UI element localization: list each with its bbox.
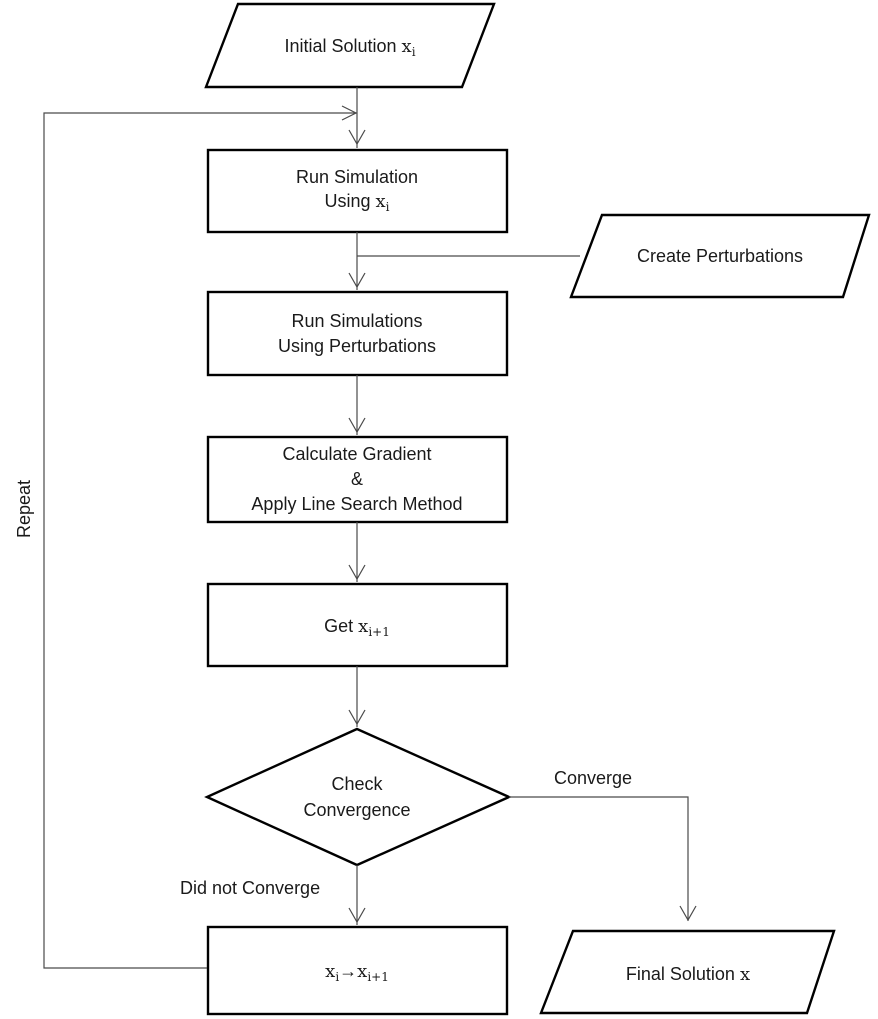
get-next-solution-node: [206, 582, 509, 668]
arrowhead-perturb-sims: [348, 272, 366, 289]
arrowhead-run-simulation: [348, 129, 366, 146]
calculate-gradient-label-line1: Calculate Gradient: [282, 444, 431, 464]
final-solution-label: Final Solution x: [626, 964, 750, 985]
run-simulation-label-line2: Using xi: [324, 191, 389, 214]
run-simulation-label-line1: Run Simulation: [296, 167, 418, 187]
not-converge-edge-label: Did not Converge: [180, 878, 320, 898]
create-perturbations-label: Create Perturbations: [637, 246, 803, 266]
check-convergence-label-line2: Convergence: [303, 800, 410, 820]
converge-edge-label: Converge: [554, 768, 632, 788]
arrowhead-gradient: [348, 417, 366, 434]
arrowhead-check: [348, 709, 366, 726]
arrowhead-update: [348, 907, 366, 924]
check-convergence-label-line1: Check: [331, 774, 383, 794]
calculate-gradient-label-line3: Apply Line Search Method: [251, 494, 462, 514]
repeat-edge-label: Repeat: [14, 480, 34, 538]
run-simulations-label-line1: Run Simulations: [291, 311, 422, 331]
run-simulations-perturbations-node: [206, 290, 509, 377]
create-perturbations-node: [569, 213, 871, 299]
arrowhead-get-next: [348, 564, 366, 581]
initial-solution-label: Initial Solution xi: [284, 36, 415, 59]
connector-check-to-final: [509, 796, 689, 921]
update-solution-node: [206, 925, 509, 1016]
final-solution-node: [539, 929, 836, 1015]
update-solution-label: xi→xi+1: [325, 961, 389, 984]
arrowhead-repeat: [341, 105, 358, 121]
connector-repeat-loop: [43, 112, 357, 969]
check-convergence-node: [204, 727, 512, 867]
arrowhead-final: [679, 905, 697, 922]
run-simulation-node: [206, 148, 509, 234]
initial-solution-node: [204, 2, 496, 89]
run-simulations-label-line2: Using Perturbations: [278, 336, 436, 356]
get-next-solution-label: Get xi+1: [324, 616, 390, 639]
calculate-gradient-label-line2: &: [351, 469, 363, 489]
